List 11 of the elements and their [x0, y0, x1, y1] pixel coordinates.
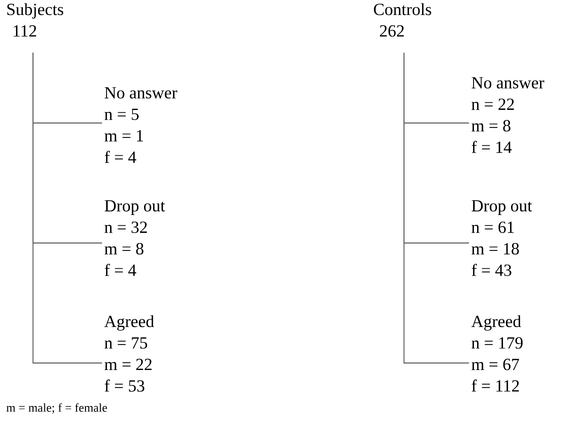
outcome-text: No answer n = 22 m = 8 f = 14	[472, 77, 544, 153]
outcome-text: Drop out n = 61 m = 18 f = 43	[472, 200, 532, 276]
connector-line	[32, 52, 102, 364]
outcome-text: No answer n = 5 m = 1 f = 4	[104, 87, 178, 163]
footnote: m = male; f = female	[6, 403, 107, 414]
outcome-text: Agreed n = 179 m = 67 f = 112	[471, 315, 523, 392]
outcome-text: Drop out n = 32 m = 8 f = 4	[104, 200, 165, 276]
group-heading: Controls 262	[374, 3, 432, 37]
outcome-text: Agreed n = 75 m = 22 f = 53	[104, 315, 154, 392]
connector-line	[404, 52, 470, 364]
group-heading: Subjects 112	[7, 3, 64, 36]
